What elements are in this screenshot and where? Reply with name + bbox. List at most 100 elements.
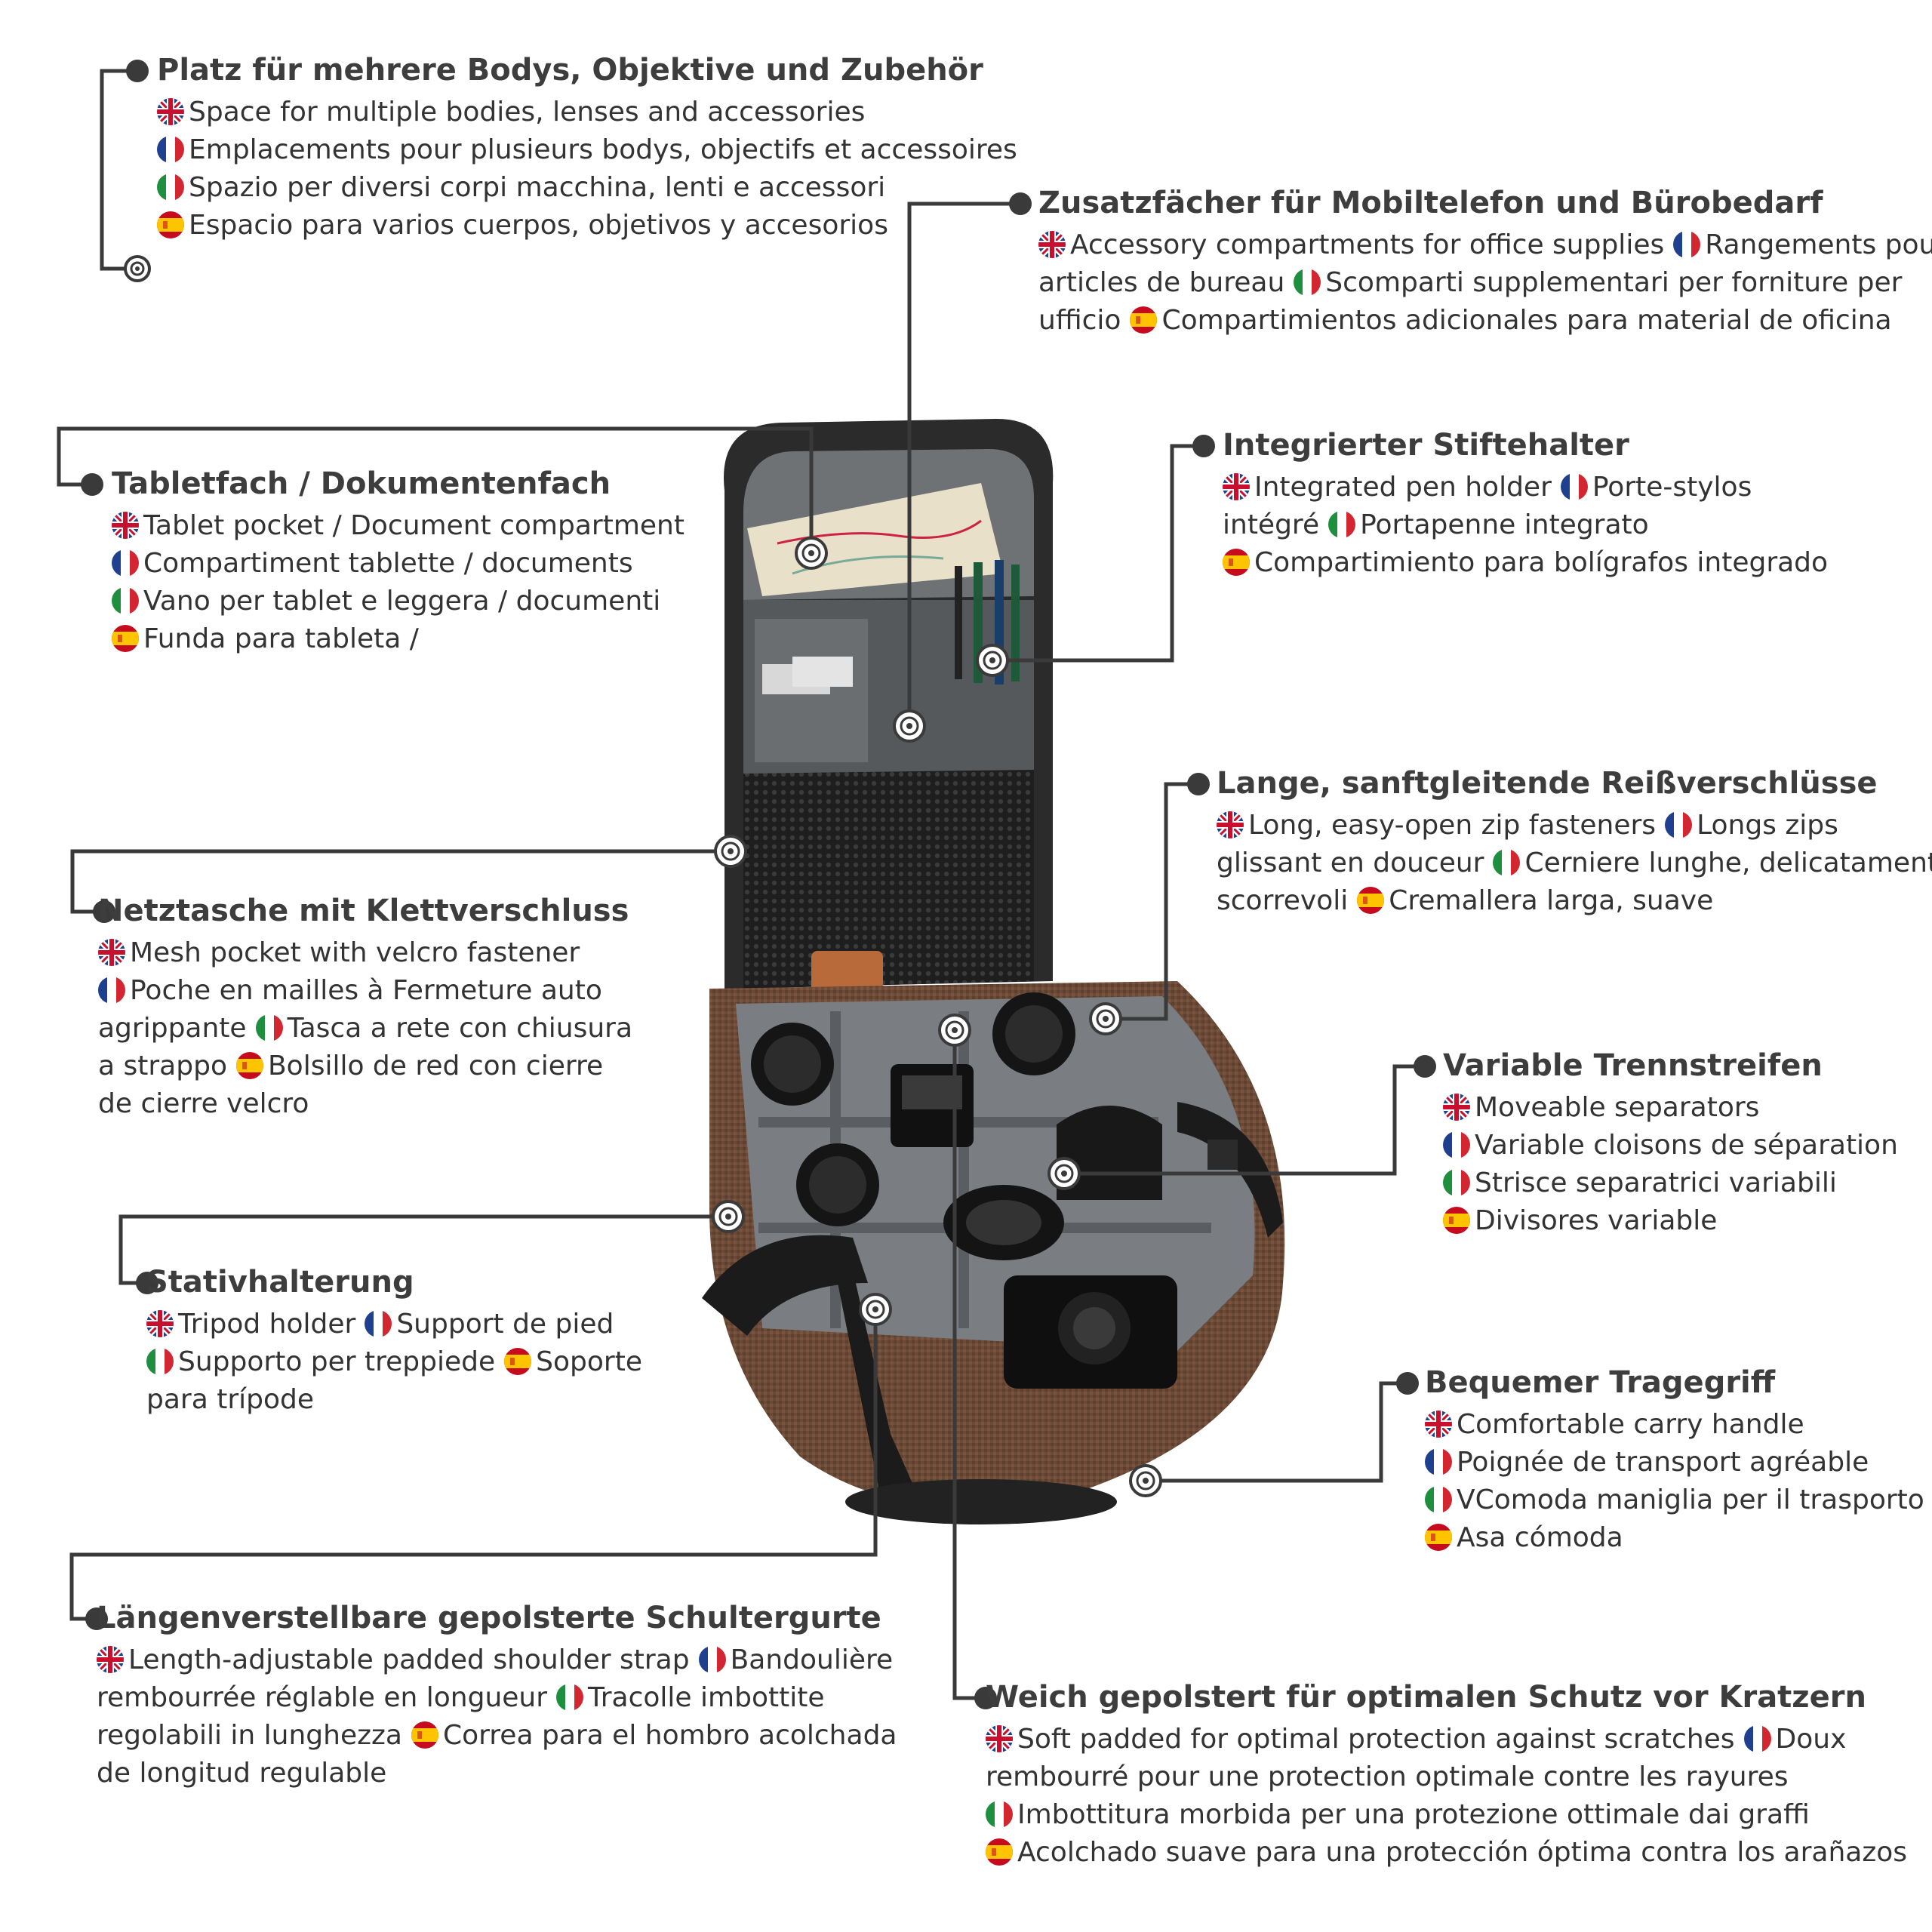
callout-text: Acolchado suave para una protección ópti… (1017, 1837, 1908, 1868)
callout-title: Stativhalterung (146, 1265, 414, 1300)
callout-line: Compartiment tablette / documents (112, 545, 685, 583)
callout-padding: Weich gepolstert für optimalen Schutz vo… (986, 1678, 1907, 1872)
callout-extra-compartments: Zusatzfächer für Mobiltelefon und Bürobe… (1038, 184, 1932, 340)
callout-text: Compartimiento para bolígrafos integrado (1254, 547, 1829, 578)
callout-text: Porte-stylos (1592, 472, 1752, 503)
callout-text: Length-adjustable padded shoulder strap (128, 1644, 690, 1675)
callout-text: glissant en douceur (1217, 848, 1484, 878)
callout-text: Tasca a rete con chiusura (287, 1013, 633, 1044)
callout-line: Tablet pocket / Document compartment (112, 507, 685, 545)
callout-line: Accessory compartments for office suppli… (1038, 226, 1932, 264)
leader-lines (57, 69, 1425, 1700)
callout-line: scorrevoli Cremallera larga, suave (1217, 882, 1932, 920)
callout-text: Bolsillo de red con cierre (267, 1051, 604, 1081)
callout-text: Support de pied (396, 1309, 614, 1340)
target-marker-icon (859, 1293, 892, 1326)
flag-uk-icon (157, 98, 184, 125)
flag-fr-icon (1425, 1448, 1452, 1475)
callout-text: Compartiment tablette / documents (143, 548, 633, 579)
callout-text: Cremallera larga, suave (1389, 885, 1714, 916)
flag-es-icon (1425, 1524, 1452, 1551)
heading-bullets (81, 60, 1436, 1709)
flag-es-icon (112, 625, 139, 652)
flag-fr-icon (1560, 473, 1588, 500)
callout-title: Bequemer Tragegriff (1425, 1365, 1776, 1400)
callout-text: Supporto per treppiede (178, 1346, 496, 1377)
callout-text: Rangements pour (1705, 229, 1932, 260)
callout-text: Cerniere lunghe, delicatamente (1524, 848, 1932, 878)
callout-line: Emplacements pour plusieurs bodys, objec… (157, 131, 1017, 169)
flag-fr-icon (157, 136, 184, 163)
callout-text: Emplacements pour plusieurs bodys, objec… (189, 134, 1017, 165)
callout-title: Zusatzfächer für Mobiltelefon und Bürobe… (1038, 186, 1823, 220)
target-marker-icon (1129, 1464, 1162, 1497)
callout-title: Längenverstellbare gepolsterte Schulterg… (97, 1601, 881, 1635)
flag-uk-icon (1038, 231, 1066, 258)
callout-text: Imbottitura morbida per una protezione o… (1017, 1799, 1810, 1830)
flag-it-icon (255, 1014, 283, 1041)
flag-es-icon (1130, 306, 1158, 334)
callout-line: Espacio para varios cuerpos, objetivos y… (157, 207, 1017, 245)
callout-title: Variable Trennstreifen (1443, 1048, 1823, 1083)
callout-text: Integrated pen holder (1254, 472, 1552, 503)
callout-text: agrippante (98, 1013, 247, 1044)
flag-fr-icon (112, 549, 139, 577)
callout-text: Poche en mailles à Fermeture auto (130, 975, 602, 1006)
callout-title: Lange, sanftgleitende Reißverschlüsse (1217, 766, 1878, 801)
callout-title: Tabletfach / Dokumentenfach (112, 466, 611, 501)
callout-line: glissant en douceur Cerniere lunghe, deli… (1217, 844, 1932, 882)
callout-title: Platz für mehrere Bodys, Objektive und Z… (157, 53, 983, 88)
flag-uk-icon (112, 512, 139, 539)
callout-text: Long, easy-open zip fasteners (1248, 810, 1657, 841)
flag-es-icon (411, 1721, 438, 1749)
callout-text: Space for multiple bodies, lenses and ac… (189, 97, 866, 128)
callout-line: de cierre velcro (98, 1085, 632, 1123)
flag-it-icon (1493, 849, 1521, 876)
callout-text: Compartimientos adicionales para materia… (1161, 305, 1892, 336)
callout-text: Scomparti supplementari per forniture pe… (1325, 267, 1903, 298)
callout-title: Weich gepolstert für optimalen Schutz vo… (986, 1680, 1866, 1715)
callout-text: scorrevoli (1217, 885, 1349, 916)
callout-text: Soporte (536, 1346, 642, 1377)
callout-text: Tripod holder (178, 1309, 356, 1340)
callout-text: Variable cloisons de séparation (1475, 1130, 1898, 1161)
flag-fr-icon (365, 1310, 392, 1337)
callout-text: para trípode (146, 1384, 315, 1415)
callout-line: Variable cloisons de séparation (1443, 1127, 1898, 1164)
flag-es-icon (504, 1348, 532, 1375)
callout-line: Space for multiple bodies, lenses and ac… (157, 94, 1017, 131)
flag-it-icon (157, 174, 184, 201)
flag-it-icon (556, 1684, 584, 1711)
callout-shoulder-strap: Längenverstellbare gepolsterte Schulterg… (97, 1599, 897, 1792)
flag-fr-icon (698, 1646, 726, 1673)
flag-it-icon (146, 1348, 174, 1375)
flag-fr-icon (1665, 811, 1693, 838)
flag-it-icon (1425, 1486, 1452, 1513)
callout-text: Espacio para varios cuerpos, objetivos y… (189, 210, 888, 241)
flag-fr-icon (1743, 1725, 1771, 1752)
flag-uk-icon (1217, 811, 1244, 838)
callout-text: Mesh pocket with velcro fastener (130, 937, 580, 968)
flag-uk-icon (146, 1310, 174, 1337)
flag-uk-icon (97, 1646, 124, 1673)
callout-text: Funda para tableta / (143, 623, 419, 654)
callout-line: Divisores variable (1443, 1202, 1898, 1240)
target-marker-icon (1089, 1002, 1122, 1035)
callout-text: VComoda maniglia per il trasporto (1457, 1484, 1924, 1515)
callout-line: Poignée de transport agréable (1425, 1444, 1924, 1481)
callout-text: de cierre velcro (98, 1088, 309, 1119)
callout-line: agrippante Tasca a rete con chiusura (98, 1010, 632, 1048)
callout-line: Asa cómoda (1425, 1519, 1924, 1557)
